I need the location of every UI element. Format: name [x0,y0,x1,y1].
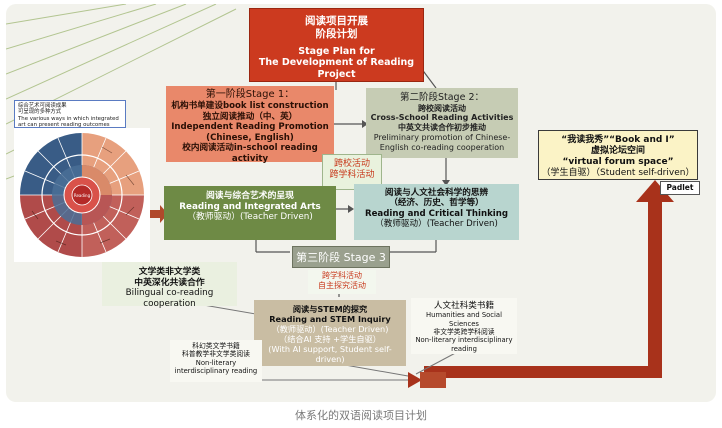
figure-caption: 体系化的双语阅读项目计划 [295,409,427,422]
humanities-line-1: 人文社科类书籍 [433,301,495,311]
stem-line-2: Reading and STEM Inquiry [269,314,391,324]
stage3-heading: 第三阶段 Stage 3 [296,251,386,264]
stem-box: 阅读与STEM的探究 Reading and STEM Inquiry （教师驱… [254,300,406,366]
slide-canvas: 阅读项目开展 阶段计划 Stage Plan for The Developme… [6,4,716,402]
science-line-3: Non-literary interdisciplinary reading [174,358,258,375]
stage2-line-2: Cross-School Reading Activities [370,113,514,123]
stage-plan-title: 阅读项目开展 阶段计划 Stage Plan for The Developme… [249,8,424,82]
science-box: 科幻类文学书籍 科普教学非文学类阅读 Non-literary interdis… [170,340,262,382]
arts-line-2: Reading and Integrated Arts [179,201,321,212]
humanities-box: 人文社科类书籍 Humanities and Social Sciences 非… [411,298,517,354]
humanities-line-3: 非文学类跨学科阅读 [433,328,495,337]
science-line-1: 科幻类文学书籍 [192,342,240,350]
stage3-line-2: 自主探究活动 [318,280,366,290]
wheel-label-line-3: The various ways in which integrated [18,115,119,122]
stem-line-3: （教师驱动）(Teacher Driven) [271,324,389,334]
title-zh-1: 阅读项目开展 [305,15,368,27]
arrow-outer-loop [424,180,674,378]
book-and-i-line-3: “virtual forum space” [562,156,674,167]
title-en-2: The Development of Reading Project [258,57,415,80]
padlet-text: Padlet [666,183,694,192]
stage2-line-1: 跨校阅读活动 [418,103,466,113]
stem-line-1: 阅读与STEM的探究 [292,304,368,314]
stage2-line-4: Preliminary promotion of Chinese-English… [373,132,511,152]
thinking-line-2: （经济、历史、哲学等） [389,198,484,209]
stage1-heading: 第一阶段Stage 1： [205,89,295,100]
stem-line-5: (With AI support, Student self-driven) [268,344,392,364]
stage2-heading: 第二阶段Stage 2： [399,92,485,103]
stage1-line-5: 校内阅读活动in-school reading activity [182,143,318,164]
literature-line-2: 中英深化共读合作 [134,277,205,288]
wheel-label-line-2: 可呈现的多种方式 [18,109,62,116]
stage2-box: 第二阶段Stage 2： 跨校阅读活动 Cross-School Reading… [366,88,518,158]
stage3-sub-box: 跨学科活动 自主探究活动 [308,270,376,294]
science-line-2: 科普教学非文学类阅读 [182,350,250,359]
book-and-i-line-4: （学生自驱）（Student self-driven） [541,167,695,178]
stage1-box: 第一阶段Stage 1： 机构书单建设book list constructio… [166,86,334,164]
arrow-bottom-small [408,372,422,388]
wheel-label-line-1: 综合艺术可阅读成果 [18,103,67,109]
arrow-wheel-arts [148,205,168,223]
arts-box: 阅读与综合艺术的呈现 Reading and Integrated Arts （… [164,186,336,240]
stage1-line-2: 独立阅读推动（中、英） [202,111,298,122]
stage1-line-4: (Chinese, English) [206,132,294,143]
stage1-line-3: Independent Reading Promotion [171,122,329,133]
literature-line-3: Bilingual co-reading cooperation [125,288,214,310]
thinking-line-3: Reading and Critical Thinking [364,208,508,219]
wheel-center-label: Reading [74,193,91,198]
book-and-i-line-2: 虚拟论坛空间 [590,145,645,156]
transition-line-1: 跨校活动 [333,159,370,169]
title-zh-2: 阶段计划 [315,27,358,40]
wheel-label-line-4: art can present reading outcomes [18,122,110,129]
padlet-label: Padlet [660,181,700,195]
arts-line-3: （教师驱动）(Teacher Driven) [187,212,313,223]
integrated-arts-wheel: Reading [14,128,150,262]
stage3-heading-box: 第三阶段 Stage 3 [292,246,390,268]
arrow-bottom-block [420,372,446,388]
thinking-box: 阅读与人文社会科学的思辨 （经济、历史、哲学等） Reading and Cri… [354,184,519,240]
book-and-i-box: “我读我秀”“Book and I” 虚拟论坛空间 “virtual forum… [538,130,698,180]
stage1-line-1: 机构书单建设book list construction [171,101,329,112]
literature-line-1: 文学类非文学类 [138,267,201,277]
stage3-line-1: 跨学科活动 [322,271,362,280]
humanities-line-4: Non-literary interdisciplinary reading [415,336,513,353]
thinking-line-4: （教师驱动）(Teacher Driven) [375,219,498,230]
literature-box: 文学类非文学类 中英深化共读合作 Bilingual co-reading co… [102,262,237,310]
title-en-1: Stage Plan for [298,45,375,57]
book-and-i-line-1: “我读我秀”“Book and I” [561,135,675,145]
humanities-line-2: Humanities and Social Sciences [426,311,502,328]
stem-line-4: （结合AI 支持 +学生自驱） [279,334,381,344]
arts-line-1: 阅读与综合艺术的呈现 [206,191,294,201]
thinking-line-1: 阅读与人文社会科学的思辨 [384,188,489,198]
transition-line-2: 跨学科活动 [329,169,375,180]
stage2-line-3: 中英文共读合作初步推动 [398,123,486,133]
wheel-label-box: 综合艺术可阅读成果 可呈现的多种方式 The various ways in w… [14,100,126,128]
